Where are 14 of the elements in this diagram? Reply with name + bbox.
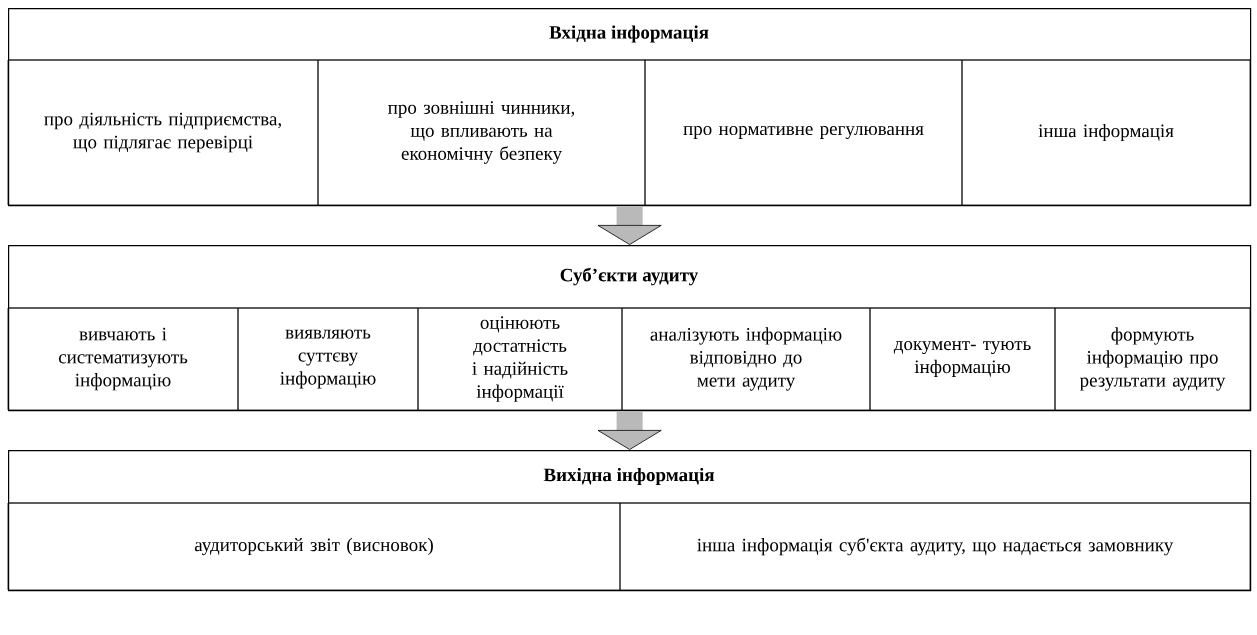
block-arrow (597, 411, 662, 450)
text-cell: документ- тують інформацію (869, 307, 1056, 411)
text-cell: про зовнішні чинники, що впливають на економічну безпеку (317, 59, 646, 206)
text-cell: про нормативне регулювання (644, 59, 963, 206)
text-cell: виявляють суттєву інформацію (237, 307, 419, 411)
text-cell: аналізують інформацію відповідно до мети аудиту (621, 307, 871, 411)
text-cell: аудиторський звіт (висновок) (7, 502, 621, 591)
text-cell: формують інформацію про результати аудиту (1054, 307, 1251, 411)
text-cell: інша інформація суб'єкта аудиту, що надається замовнику (619, 502, 1251, 591)
text-cell: вивчають і систематизують інформацію (7, 307, 239, 411)
text-cell: про діяльність підприємства, що підлягає перевірці (7, 59, 319, 206)
text-cell: оцінюють достатність і надійність інформації (417, 307, 623, 411)
block-arrow (597, 206, 662, 245)
text-cell: інша інформація (961, 59, 1251, 206)
